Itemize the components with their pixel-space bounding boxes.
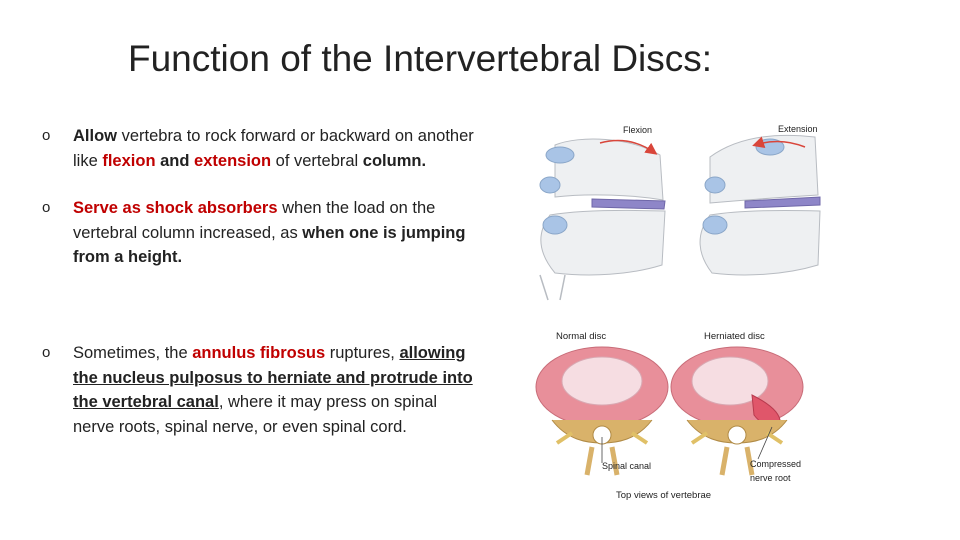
bullet-marker: o: [42, 199, 51, 216]
bullet-text: Sometimes, the annulus fibrosus ruptures…: [73, 341, 482, 439]
text-run: ruptures,: [325, 344, 400, 362]
disc-herniation-figure: Normal disc Herniated disc Spinal canal …: [535, 331, 804, 501]
flexion-label: Flexion: [623, 125, 652, 135]
bullet-marker: o: [42, 127, 51, 144]
bullet-text: Serve as shock absorbers when the load o…: [73, 196, 482, 270]
text-run: of vertebral: [271, 151, 363, 170]
normal-disc-label: Normal disc: [556, 331, 606, 342]
bullet-flexion-extension: o Allow vertebra to rock forward or back…: [42, 124, 482, 173]
jumping-phrase: when one is jumping from a height.: [73, 223, 466, 267]
compressed-root-pointer: [757, 426, 773, 460]
text-run: , where it may press on spinal nerve roo…: [73, 393, 438, 436]
compressed-label-line2: nerve root: [750, 473, 791, 483]
column-word: column.: [362, 151, 427, 170]
and-word: and: [155, 151, 195, 170]
compressed-label-line1: Compressed: [750, 459, 801, 469]
spinal-canal-label: Spinal canal: [602, 461, 651, 471]
herniated-disc-illustration: [670, 346, 804, 476]
flexion-arrow: [599, 139, 658, 155]
text-run: Sometimes, the: [73, 344, 193, 362]
bullet-text: Allow vertebra to rock forward or backwa…: [73, 124, 482, 173]
figure-caption: Top views of vertebrae: [616, 490, 711, 501]
shock-absorbers-term: Serve as shock absorbers: [73, 199, 278, 217]
extension-arrow: [752, 136, 806, 148]
herniated-disc-label: Herniated disc: [704, 331, 765, 342]
bullet-marker: o: [42, 344, 51, 361]
normal-disc-illustration: [535, 346, 669, 476]
flexion-term: flexion: [102, 151, 156, 170]
flexion-extension-figure: Flexion Extension: [539, 124, 821, 301]
allow-word: Allow: [73, 127, 117, 145]
annulus-fibrosus-term: annulus fibrosus: [192, 344, 326, 362]
flexion-spine-illustration: [539, 138, 666, 301]
slide-title: Function of the Intervertebral Discs:: [128, 38, 713, 79]
extension-term: extension: [194, 151, 272, 170]
text-run: vertebra to rock forward or backward on …: [73, 127, 474, 170]
text-run: when the load on the vertebral column in…: [73, 199, 436, 242]
extension-spine-illustration: [699, 134, 821, 276]
extension-label: Extension: [778, 124, 818, 134]
bullet-shock-absorbers: o Serve as shock absorbers when the load…: [42, 196, 482, 270]
herniation-phrase: allowing the nucleus pulposus to herniat…: [73, 344, 473, 411]
bullet-annulus-rupture: o Sometimes, the annulus fibrosus ruptur…: [42, 341, 482, 439]
